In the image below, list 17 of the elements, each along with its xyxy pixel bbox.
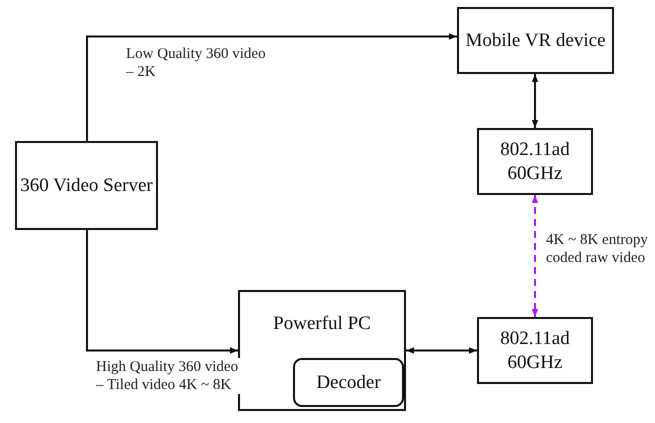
arrow	[406, 347, 477, 354]
node-label: Mobile VR device	[465, 28, 606, 52]
arrow	[532, 195, 538, 317]
process-box	[293, 358, 404, 407]
node-label: 360 Video Server	[20, 174, 153, 198]
node-label: 802.11ad 60GHz	[499, 138, 571, 186]
process-box	[477, 128, 593, 195]
process-box	[238, 290, 406, 411]
node-label: Powerful PC	[273, 312, 371, 336]
arrow	[532, 74, 538, 128]
arrow	[86, 230, 238, 354]
process-box	[15, 141, 158, 230]
arrow	[86, 33, 457, 141]
node-label: Decoder	[316, 370, 381, 394]
process-box	[477, 317, 593, 384]
node-label: 802.11ad 60GHz	[499, 326, 571, 374]
process-box	[457, 7, 614, 74]
